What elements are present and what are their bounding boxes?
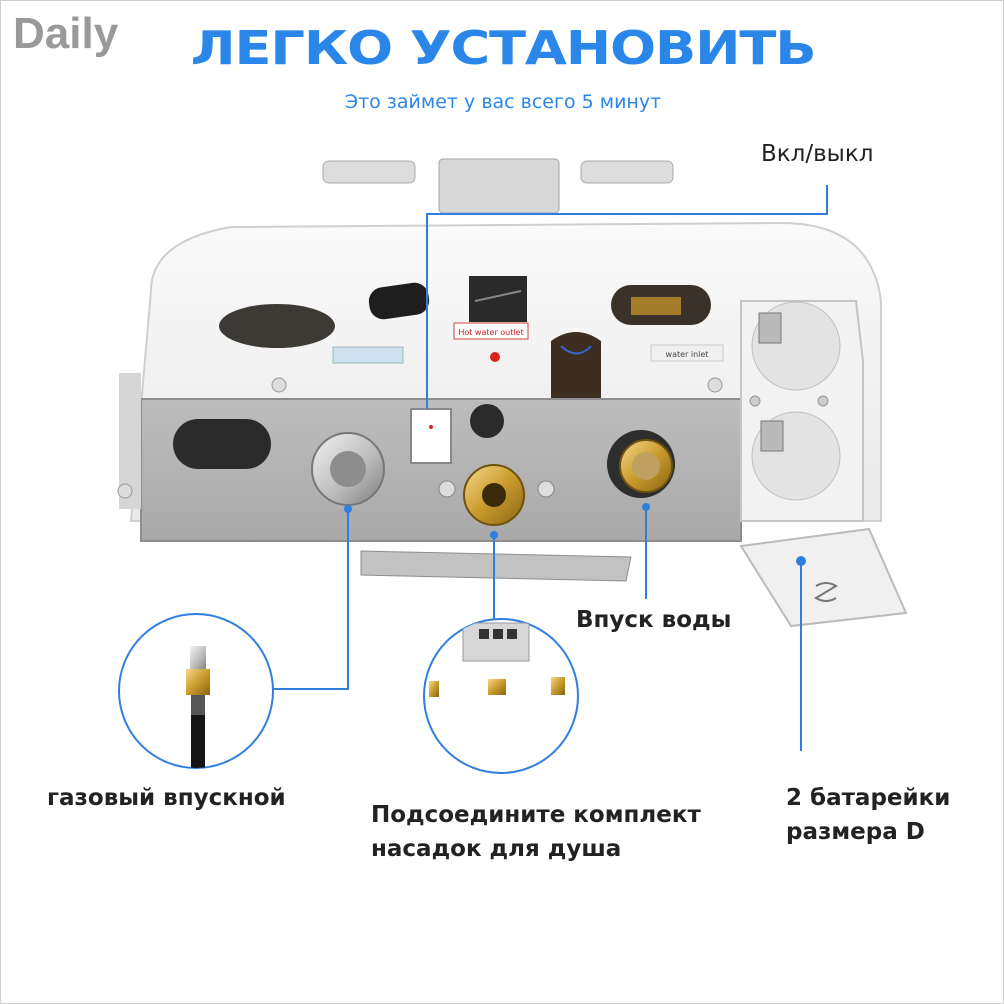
indicator-led xyxy=(490,352,500,362)
page-subtitle: Это займет у вас всего 5 минут xyxy=(344,91,662,113)
gas-callout-line xyxy=(273,509,349,690)
upper-left-cutout xyxy=(219,304,335,348)
gas-inlet-callout-label: газовый впускной xyxy=(47,785,286,811)
power-switch xyxy=(410,408,452,464)
shower-kit-callout-label: Подсоедините комплект насадок для душа xyxy=(371,798,701,866)
shower-kit-label-line2: насадок для душа xyxy=(371,836,622,862)
brand-logo-text: Daily xyxy=(13,9,119,58)
water-inlet-fitting xyxy=(607,430,675,498)
top-vent-tabs xyxy=(322,158,674,214)
hot-water-label-plate xyxy=(453,322,529,340)
callout-lines xyxy=(273,185,828,751)
shower-kit-label-line1: Подсоедините комплект xyxy=(371,802,701,828)
display-window xyxy=(469,276,527,322)
switch-callout-line xyxy=(426,185,828,409)
battery-callout-label: 2 батарейки размера D xyxy=(786,781,950,849)
black-knob-cover xyxy=(368,282,430,320)
water-inlet-callout-label: Впуск воды xyxy=(576,607,732,633)
cold-water-inlet-label: water inlet xyxy=(666,350,709,359)
left-slot xyxy=(173,419,271,469)
battery-label-line2: размера D xyxy=(786,819,925,845)
shower-kit-inset xyxy=(423,618,579,774)
gas-inlet-inset xyxy=(118,613,274,769)
battery-label-line1: 2 батарейки xyxy=(786,785,951,811)
switch-callout-label: Вкл/выкл xyxy=(761,141,874,167)
bottom-bracket xyxy=(360,550,632,582)
battery-compartment xyxy=(739,300,908,628)
hot-outlet-fitting xyxy=(463,464,525,526)
hot-water-outlet-label: Hot water outlet xyxy=(458,328,523,337)
page-title: ЛЕГКО УСТАНОВИТЬ xyxy=(190,21,817,75)
gas-inlet-fitting xyxy=(311,432,385,506)
